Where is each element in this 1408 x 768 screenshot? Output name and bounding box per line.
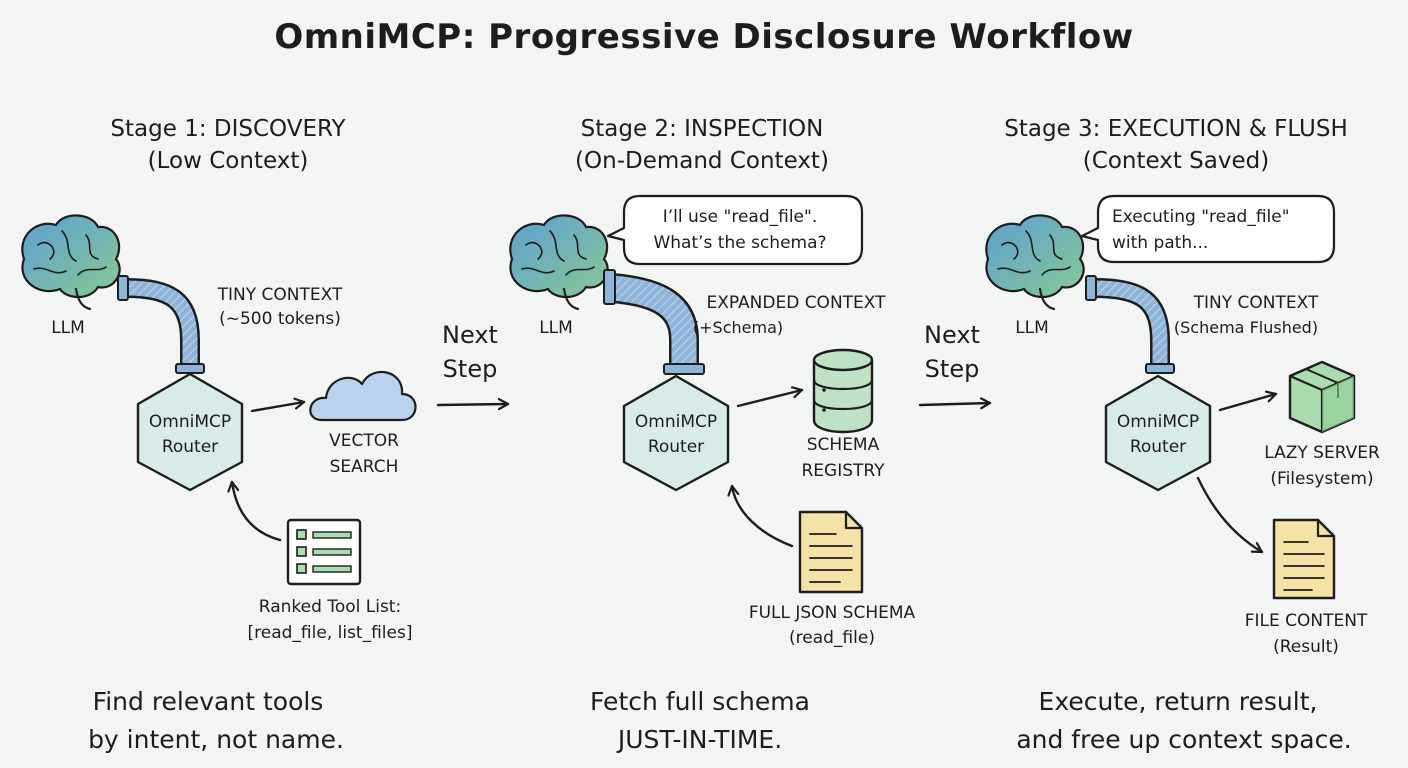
stage-3-speech-line1: Executing "read_file" (1112, 207, 1290, 227)
router-hexagon-icon (136, 372, 244, 492)
transition-2-line1: Next (924, 321, 980, 349)
stage-1-caption-line1: Find relevant tools (93, 687, 324, 716)
stage-2-target-line1: SCHEMA (807, 435, 880, 455)
llm-brain-icon (21, 214, 121, 311)
stage-2-caption-line2: JUST-IN-TIME. (616, 725, 782, 754)
stage-1-subheading: (Low Context) (148, 148, 309, 174)
stage-3-context-line1: TINY CONTEXT (1193, 293, 1319, 313)
stage-1-router-line1: OmniMCP (149, 412, 231, 432)
transition-2-arrow (918, 403, 992, 405)
stage-1-source-line1: Ranked Tool List: (259, 597, 401, 617)
stage-2-caption-line1: Fetch full schema (590, 687, 810, 716)
stage-1-context-line1: TINY CONTEXT (217, 285, 343, 305)
stage-1-caption-line2: by intent, not name. (88, 725, 344, 754)
stage-3-caption-line1: Execute, return result, (1039, 687, 1318, 716)
document-icon (1272, 518, 1336, 600)
stage-3-target-line2: (Filesystem) (1270, 469, 1373, 489)
stage-2-subheading: (On-Demand Context) (575, 148, 829, 174)
stage-3: Stage 3: EXECUTION & FLUSH (Context Save… (985, 116, 1380, 754)
stage-1-router-line2: Router (162, 437, 218, 457)
context-pipe (603, 269, 705, 375)
stage-1-target-line1: VECTOR (329, 431, 399, 451)
stage-2-router-line2: Router (648, 437, 704, 457)
stage-2: Stage 2: INSPECTION (On-Demand Context) … (509, 116, 916, 754)
stage-3-context-line2: (Schema Flushed) (1174, 318, 1318, 337)
stage-3-router-line2: Router (1130, 437, 1186, 457)
speech-bubble (1080, 194, 1336, 264)
stage-3-llm-label: LLM (1015, 318, 1049, 338)
router-hexagon-icon (1104, 374, 1212, 492)
list-to-router-arrow (232, 480, 282, 542)
stage-3-target-line1: LAZY SERVER (1264, 443, 1380, 463)
stage-2-llm-label: LLM (539, 318, 573, 338)
stage-2-context-line1: EXPANDED CONTEXT (706, 293, 886, 313)
transition-1-line1: Next (442, 321, 498, 349)
transition-1-arrow (436, 404, 510, 405)
transition-2-line2: Step (925, 355, 980, 383)
router-to-result-arrow (1196, 476, 1264, 554)
stage-2-router-line1: OmniMCP (635, 412, 717, 432)
stage-3-router-line1: OmniMCP (1117, 412, 1199, 432)
router-to-search-arrow (250, 402, 306, 413)
stage-2-source-line1: FULL JSON SCHEMA (749, 603, 916, 623)
llm-brain-icon (985, 214, 1085, 311)
stage-2-source-line2: (read_file) (789, 628, 875, 648)
stage-3-heading: Stage 3: EXECUTION & FLUSH (1004, 116, 1348, 142)
schema-to-router-arrow (732, 484, 794, 548)
stage-1: Stage 1: DISCOVERY (Low Context) LLM TIN… (21, 116, 417, 754)
stage-3-caption-line2: and free up context space. (1016, 725, 1351, 754)
context-pipe (117, 275, 205, 374)
stage-3-subheading: (Context Saved) (1083, 148, 1269, 174)
stage-1-llm-label: LLM (51, 318, 85, 338)
stage-2-speech-line1: I’ll use "read_file". (663, 207, 817, 227)
router-to-server-arrow (1218, 394, 1278, 412)
stage-2-heading: Stage 2: INSPECTION (581, 116, 824, 142)
context-pipe (1085, 275, 1175, 374)
cloud-icon (309, 370, 417, 422)
checklist-icon (286, 518, 362, 586)
database-icon (812, 348, 874, 434)
stage-1-context-line2: (~500 tokens) (219, 309, 341, 329)
speech-bubble (606, 194, 864, 266)
document-icon (798, 510, 864, 594)
router-to-registry-arrow (736, 390, 804, 408)
stage-2-context-line2: (+Schema) (693, 318, 783, 337)
stage-2-target-line2: REGISTRY (801, 461, 885, 481)
package-icon (1288, 360, 1356, 434)
stage-3-result-line2: (Result) (1273, 637, 1339, 657)
stage-3-speech-line2: with path... (1112, 233, 1208, 253)
transition-1-line2: Step (443, 355, 498, 383)
stage-1-target-line2: SEARCH (330, 457, 399, 477)
stage-1-source-line2: [read_file, list_files] (248, 623, 413, 643)
stage-2-speech-line2: What’s the schema? (653, 233, 826, 253)
stage-1-heading: Stage 1: DISCOVERY (110, 116, 346, 142)
llm-brain-icon (509, 214, 609, 311)
router-hexagon-icon (622, 374, 730, 492)
stage-3-result-line1: FILE CONTENT (1245, 611, 1368, 631)
page-title: OmniMCP: Progressive Disclosure Workflow (274, 17, 1133, 57)
